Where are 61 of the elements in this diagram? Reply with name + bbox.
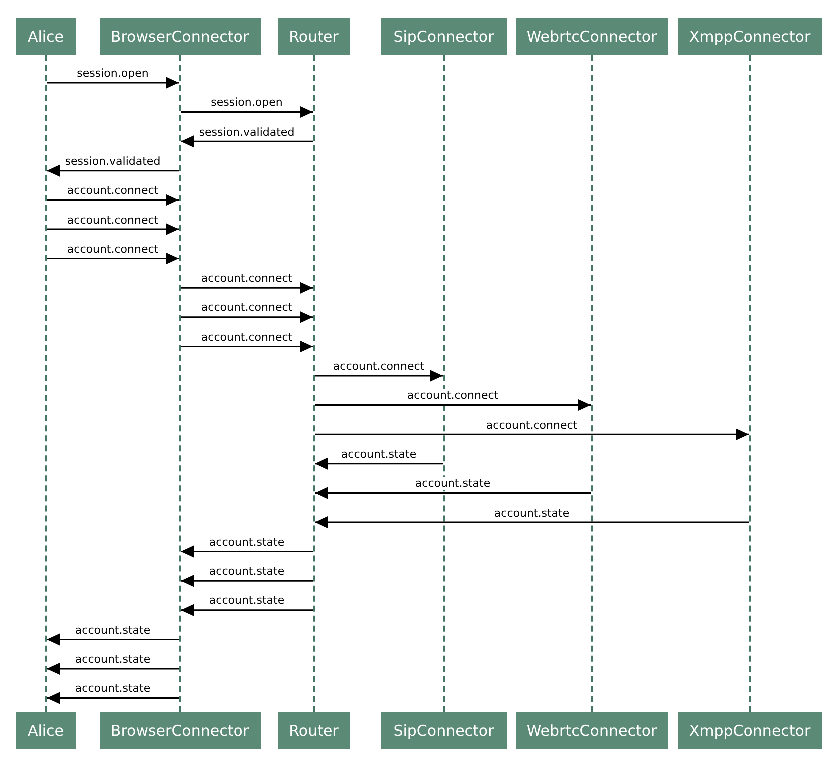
- lifeline: [591, 55, 593, 712]
- message-arrow: [47, 663, 179, 675]
- edge-label: account.connect: [199, 272, 295, 286]
- participant-box: XmppConnector: [678, 712, 822, 749]
- participant-box: Alice: [16, 18, 76, 55]
- participant-box: XmppConnector: [678, 18, 822, 55]
- lifeline: [313, 55, 315, 712]
- message-arrow: [47, 634, 179, 646]
- lifeline: [45, 55, 47, 712]
- message-arrow: [47, 692, 179, 704]
- lifeline: [179, 55, 181, 712]
- edge-label: account.connect: [199, 301, 295, 314]
- edge-label: account.state: [207, 565, 287, 578]
- edge-label: account.connect: [331, 360, 427, 373]
- edge-label: session.validated: [197, 126, 297, 139]
- message-arrow: [47, 164, 179, 177]
- message-arrow: [47, 194, 179, 206]
- participant-box: WebrtcConnector: [516, 712, 668, 749]
- message-arrow: [315, 458, 443, 470]
- edge-label: account.connect: [199, 330, 295, 344]
- edge-label: account.state: [73, 653, 153, 666]
- participant-box: SipConnector: [381, 712, 507, 749]
- message-arrow: [315, 370, 443, 382]
- message-arrow: [315, 487, 591, 500]
- message-arrow: [181, 106, 313, 118]
- edge-label: session.validated: [63, 154, 163, 168]
- edge-label: account.state: [492, 506, 572, 520]
- participant-box: Router: [278, 712, 350, 749]
- message-arrow: [315, 399, 591, 412]
- message-arrow: [181, 604, 313, 616]
- edge-label: account.state: [207, 594, 287, 608]
- edge-label: account.state: [413, 477, 493, 490]
- edge-label: account.connect: [484, 418, 580, 432]
- edge-label: session.open: [209, 96, 285, 110]
- edge-label: session.open: [75, 67, 151, 80]
- participant-box: SipConnector: [381, 18, 507, 55]
- message-arrow: [315, 428, 749, 441]
- participant-box: Alice: [16, 712, 76, 749]
- edge-label: account.connect: [65, 184, 161, 198]
- message-arrow: [181, 340, 313, 353]
- message-arrow: [47, 252, 179, 265]
- message-arrow: [47, 77, 179, 89]
- edge-label: account.connect: [405, 389, 501, 402]
- message-arrow: [181, 575, 313, 588]
- edge-label: account.state: [207, 536, 287, 549]
- edge-label: account.state: [339, 448, 419, 461]
- message-arrow: [181, 311, 313, 324]
- participant-box: BrowserConnector: [100, 712, 260, 749]
- message-arrow: [47, 224, 179, 236]
- edge-label: account.state: [73, 682, 153, 696]
- participant-box: Router: [278, 18, 350, 55]
- edge-label: account.state: [73, 624, 153, 637]
- message-arrow: [315, 516, 749, 528]
- participant-box: BrowserConnector: [100, 18, 260, 55]
- participant-box: WebrtcConnector: [516, 18, 668, 55]
- edge-label: account.connect: [65, 242, 161, 256]
- lifeline: [749, 55, 751, 712]
- message-arrow: [181, 136, 313, 148]
- message-arrow: [181, 546, 313, 558]
- message-arrow: [181, 282, 313, 294]
- edge-label: account.connect: [65, 214, 161, 226]
